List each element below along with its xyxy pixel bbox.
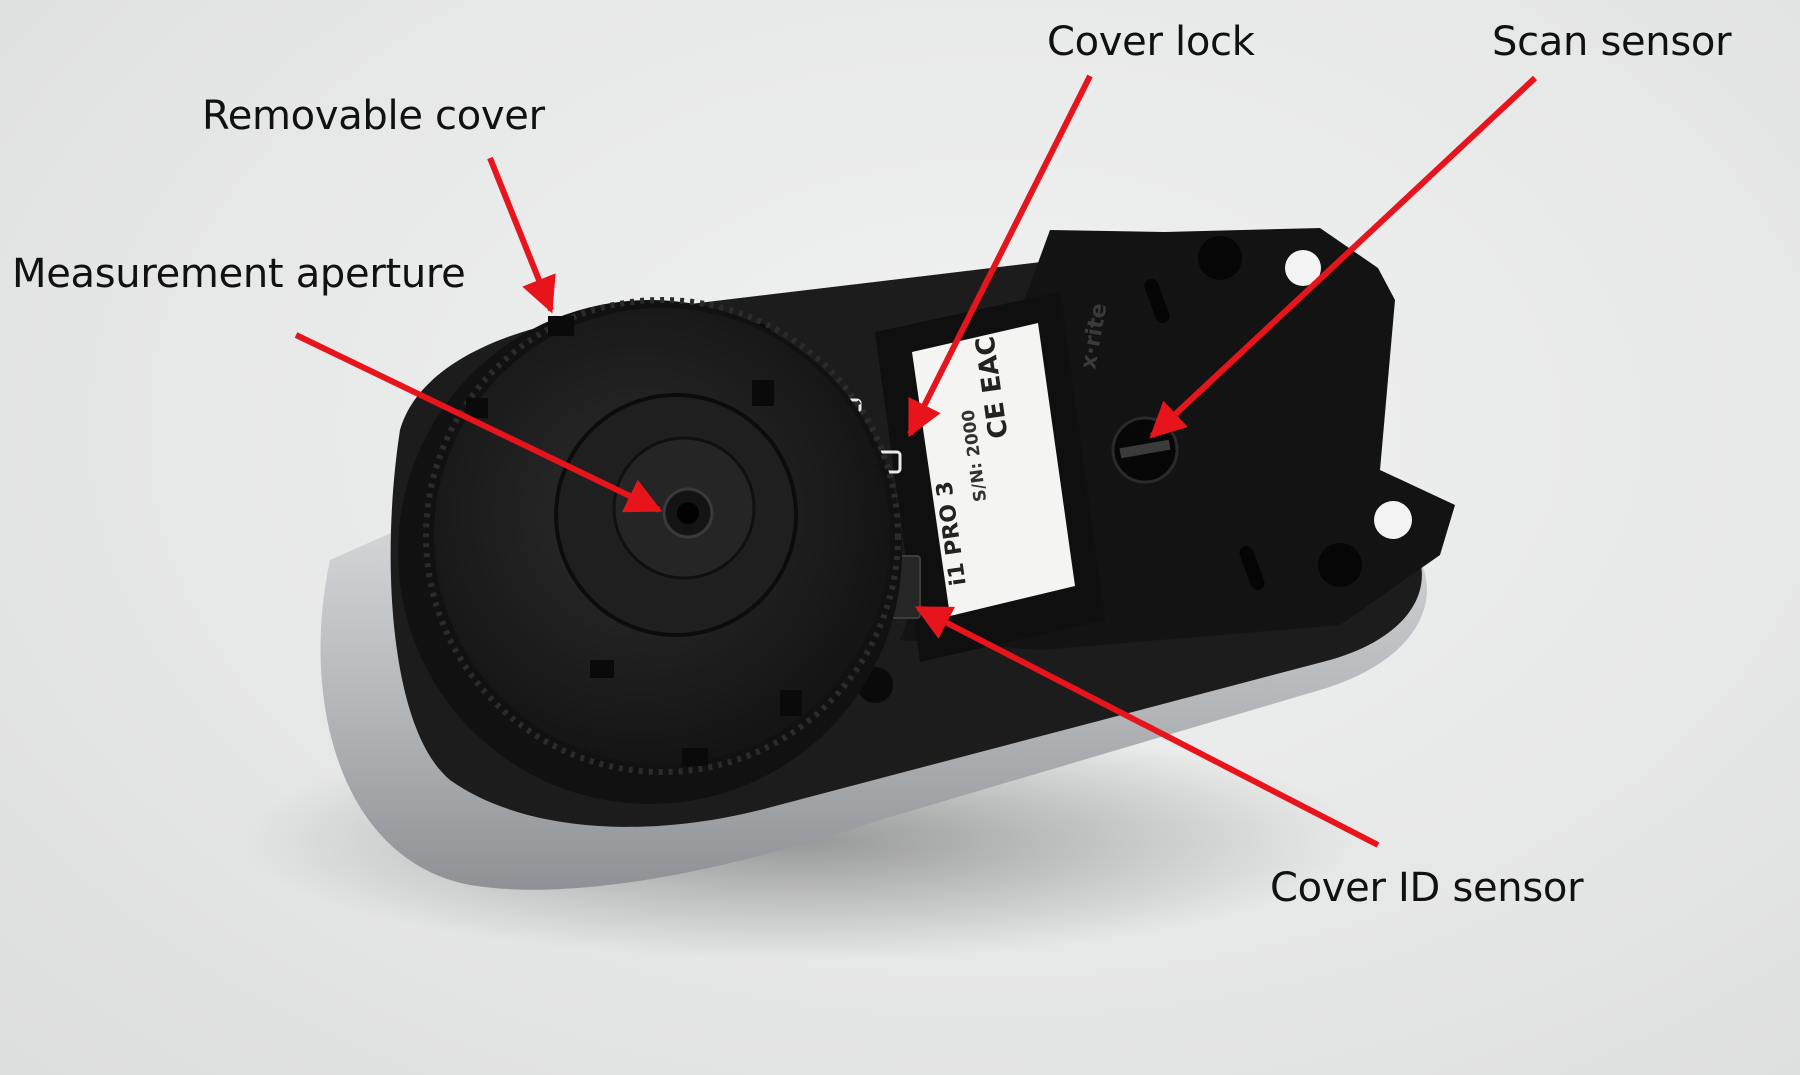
cap-notch-5 bbox=[780, 690, 802, 716]
callout-cover-lock: Cover lock bbox=[1047, 19, 1255, 65]
cap-notch-3 bbox=[590, 660, 614, 678]
cap-notch-2 bbox=[466, 398, 488, 418]
arrow-cover-id-sensor bbox=[914, 605, 1380, 848]
callout-scan-sensor: Scan sensor bbox=[1492, 19, 1732, 65]
callout-cover-id-sensor: Cover ID sensor bbox=[1270, 865, 1584, 911]
callout-measurement-aperture: Measurement aperture bbox=[12, 251, 466, 297]
measurement-aperture bbox=[677, 502, 699, 524]
scan-sensor-slit bbox=[1119, 439, 1171, 459]
mount-slot-bottom bbox=[1239, 545, 1265, 591]
screw-hole-bottom bbox=[1318, 543, 1362, 587]
screw-hole-top bbox=[1198, 236, 1242, 280]
arrow-cover-lock bbox=[907, 74, 1093, 438]
arrow-removable-cover bbox=[487, 156, 556, 314]
white-foot-bottom bbox=[1374, 501, 1412, 539]
cap-notch-1 bbox=[548, 316, 574, 336]
mount-slot-top bbox=[1144, 278, 1170, 324]
cap-notch-4 bbox=[682, 748, 708, 766]
cap-teeth bbox=[423, 297, 901, 775]
white-foot-top bbox=[1285, 250, 1321, 286]
cap-notch-6 bbox=[752, 380, 774, 406]
product-label bbox=[912, 323, 1075, 616]
callout-removable-cover: Removable cover bbox=[202, 93, 545, 139]
arrow-scan-sensor bbox=[1149, 75, 1538, 439]
arrow-measurement-aperture bbox=[294, 332, 663, 513]
